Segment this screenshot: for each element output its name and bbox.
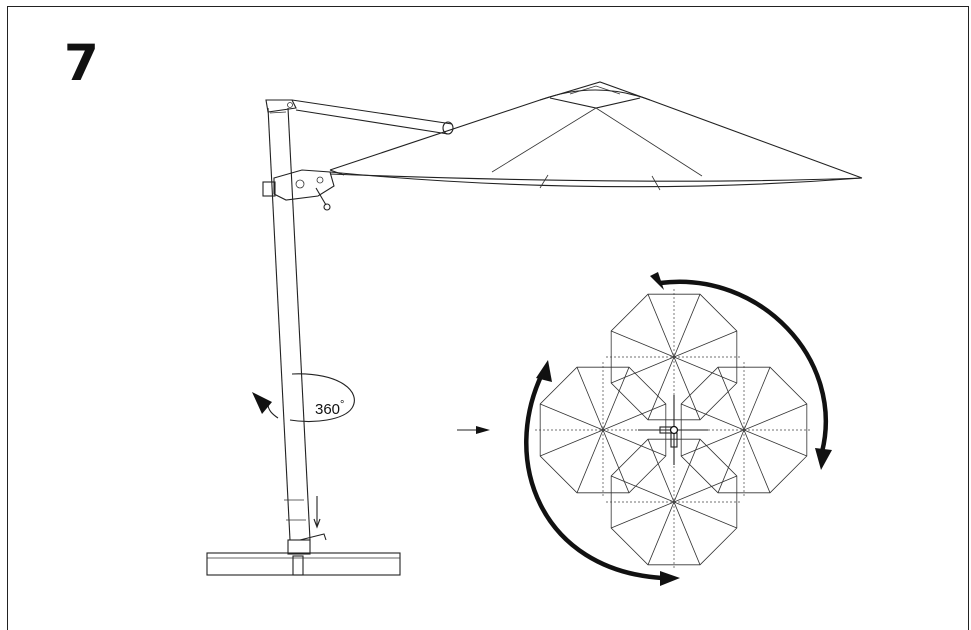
curved-arrow-icon: [252, 392, 272, 414]
canopy-rib: [602, 367, 630, 431]
center-cross: [638, 395, 708, 465]
arrowhead-icon: [536, 360, 552, 382]
canopy-rib: [647, 439, 675, 503]
umbrella-base: [206, 533, 401, 576]
canopy-rib: [647, 294, 675, 358]
canopy-rib: [673, 294, 701, 358]
canopy-rib: [647, 501, 675, 565]
canopy-rib: [576, 429, 604, 493]
canopy-rib: [611, 330, 675, 358]
canopy-top-view-right: [676, 362, 812, 498]
figure-frame: [7, 6, 969, 630]
top-view-rotations: [535, 289, 812, 570]
canopy-top-view-down: [606, 434, 742, 570]
canopy-rib: [673, 501, 737, 529]
umbrella-canopy: [329, 81, 863, 191]
canopy-rib: [540, 403, 604, 431]
rotation-label: 360°: [315, 399, 344, 418]
canopy-rib: [602, 403, 666, 431]
canopy-rib: [673, 356, 737, 384]
canopy-rib: [611, 501, 675, 529]
clockwise-arrowhead-icon: [815, 448, 832, 470]
canopy-rib: [681, 403, 745, 431]
canopy-rib: [673, 356, 701, 420]
canopy-rib: [673, 501, 701, 565]
rotation-arrows: [524, 272, 832, 586]
canopy-rib: [602, 429, 666, 457]
canopy-rib: [611, 475, 675, 503]
canopy-rib: [681, 429, 745, 457]
canopy-rib: [743, 403, 807, 431]
tilt-mechanism: [262, 169, 345, 211]
umbrella-arm: [265, 99, 454, 135]
umbrella-pole: [267, 107, 321, 541]
canopy-rib: [673, 330, 737, 358]
canopy-rib: [540, 429, 604, 457]
canopy-rib: [743, 367, 771, 431]
canopy-rib: [673, 475, 737, 503]
canopy-rib: [717, 367, 745, 431]
canopy-rib: [576, 367, 604, 431]
canopy-rib: [673, 439, 701, 503]
right-arrow-icon: [457, 426, 490, 434]
arrowhead-icon: [650, 272, 664, 290]
arrowhead-icon: [660, 571, 680, 586]
canopy-rib: [743, 429, 807, 457]
rotation-indicator: 360°: [252, 373, 355, 423]
canopy-rib: [602, 429, 630, 493]
step-number: 7: [64, 34, 99, 92]
canopy-rib: [611, 356, 675, 384]
canopy-rib: [743, 429, 771, 493]
